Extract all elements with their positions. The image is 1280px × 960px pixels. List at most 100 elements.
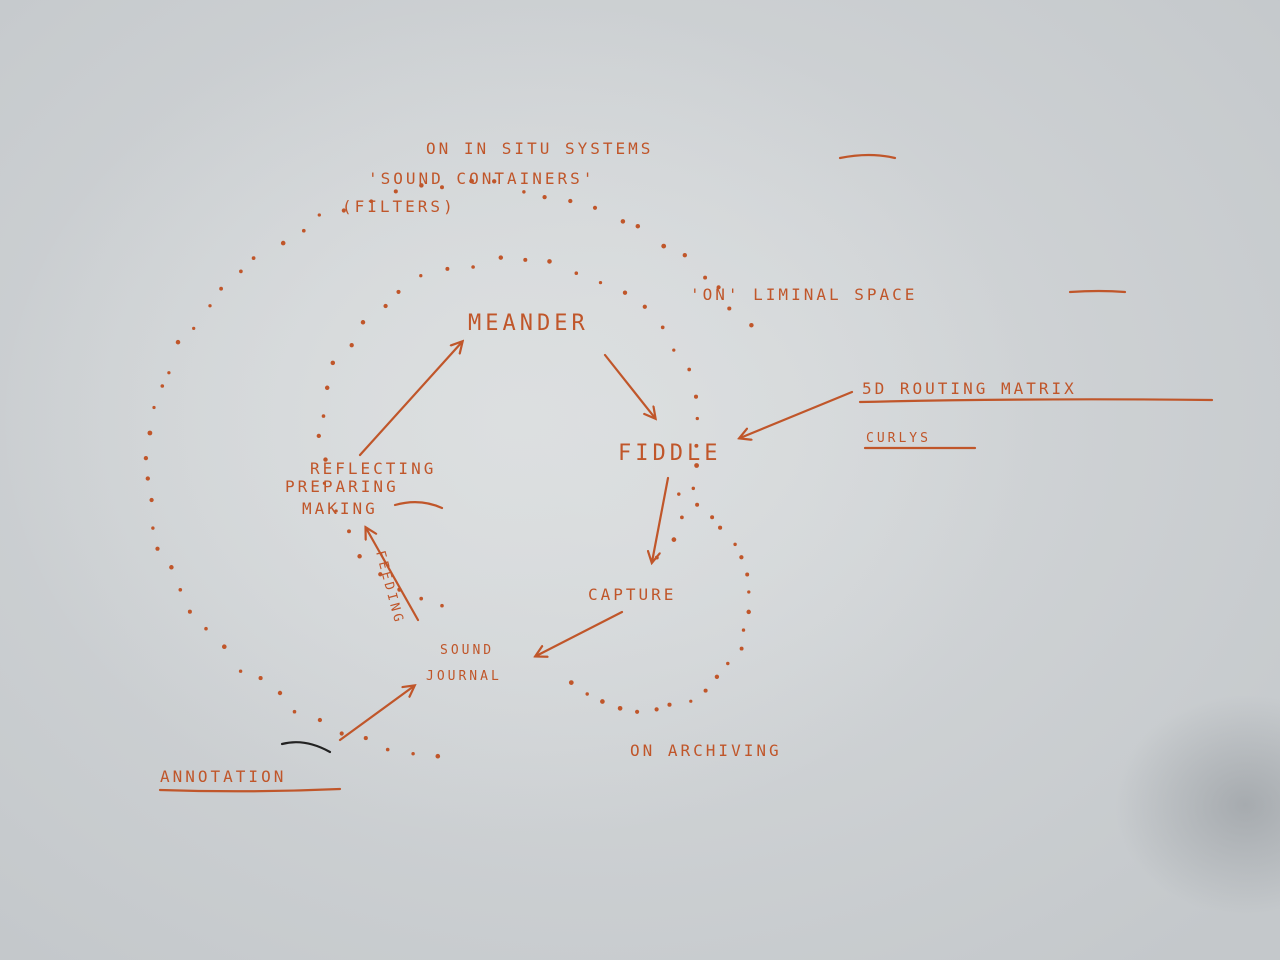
boundary-dot <box>396 289 401 294</box>
boundary-dot <box>718 525 723 530</box>
boundary-dot <box>411 751 415 756</box>
boundary-dot <box>691 486 696 491</box>
boundary-dot <box>542 194 547 200</box>
boundary-dot <box>238 669 243 673</box>
note-in-situ: ON IN SITU SYSTEMS <box>426 139 653 158</box>
boundary-dot <box>672 348 676 352</box>
boundary-dot <box>147 430 153 436</box>
boundary-dot <box>741 628 746 632</box>
boundary-dot <box>694 443 699 448</box>
note-curlys: CURLYS <box>866 431 931 446</box>
boundary-dot <box>323 457 328 462</box>
boundary-dot <box>160 384 165 388</box>
boundary-dot <box>378 572 383 577</box>
boundary-dot <box>192 326 196 331</box>
boundary-dot <box>339 731 344 736</box>
boundary-dot <box>149 497 154 503</box>
boundary-dot <box>152 405 156 410</box>
dotted-capture-boundary <box>568 492 751 714</box>
boundary-dot <box>360 320 366 325</box>
boundary-dot <box>440 185 444 190</box>
routing-underline <box>858 398 1214 404</box>
boundary-dot <box>151 526 155 530</box>
boundary-dot <box>693 394 699 399</box>
boundary-dot <box>622 290 628 295</box>
boundary-dot <box>178 587 183 592</box>
boundary-dot <box>710 515 715 520</box>
boundary-dot <box>208 304 212 308</box>
boundary-dot <box>322 481 327 485</box>
boundary-dot <box>219 286 223 291</box>
boundary-dot <box>280 240 286 246</box>
in-situ-tail <box>838 153 897 160</box>
boundary-dot <box>661 243 667 249</box>
boundary-dot <box>498 255 504 260</box>
boundary-dot <box>317 213 321 217</box>
liminal-tail <box>1068 289 1127 294</box>
node-sound-journal-2: JOURNAL <box>426 669 502 684</box>
boundary-dot <box>727 306 732 311</box>
boundary-dot <box>419 274 423 278</box>
boundary-dot <box>687 367 692 372</box>
boundary-dot <box>419 596 424 601</box>
boundary-dot <box>363 736 368 741</box>
boundary-dot <box>357 554 362 559</box>
making-swash <box>393 501 444 510</box>
boundary-dot <box>419 183 424 188</box>
arrow-routing-to-fiddle <box>740 390 854 438</box>
boundary-dot <box>239 269 243 274</box>
arrow-journal-to-reflecting <box>366 528 420 622</box>
boundary-dot <box>671 537 677 542</box>
boundary-dot <box>598 280 603 285</box>
boundary-dot <box>155 546 160 551</box>
boundary-dot <box>251 256 256 260</box>
boundary-dot <box>187 609 192 614</box>
arrow-meander-to-fiddle <box>603 353 655 418</box>
boundary-dot <box>574 271 579 275</box>
boundary-dot <box>341 208 346 213</box>
boundary-dot <box>440 603 444 608</box>
node-meander: MEANDER <box>468 311 589 336</box>
boundary-dot <box>471 265 475 269</box>
boundary-dot <box>445 266 450 271</box>
boundary-dot <box>330 360 336 366</box>
boundary-dot <box>745 572 750 577</box>
note-filters: (FILTERS) <box>342 197 456 216</box>
boundary-dot <box>716 285 721 290</box>
node-reflecting: REFLECTING <box>310 459 436 478</box>
arrow-annotation-to-journal <box>338 686 414 742</box>
boundary-dot <box>682 253 687 258</box>
arrow-fiddle-to-capture <box>652 476 670 562</box>
boundary-dot <box>145 476 150 481</box>
boundary-dot <box>385 747 390 752</box>
boundary-dot <box>620 219 626 224</box>
boundary-dot <box>703 275 708 280</box>
boundary-dot <box>654 707 659 712</box>
boundary-dot <box>469 178 474 184</box>
boundary-dot <box>301 228 306 233</box>
dotted-outer-boundary <box>143 178 754 759</box>
boundary-dot <box>749 322 754 328</box>
annotation-underline <box>158 787 342 793</box>
node-making: MAKING <box>302 499 378 518</box>
boundary-dot <box>292 709 297 714</box>
pencil-mark <box>280 741 332 754</box>
boundary-dot <box>739 646 744 651</box>
boundary-dot <box>746 609 751 615</box>
note-liminal-space: 'ON' LIMINAL SPACE <box>690 285 917 304</box>
boundary-dot <box>733 542 737 547</box>
note-routing-matrix: 5D ROUTING MATRIX <box>862 379 1077 398</box>
note-archiving: ON ARCHIVING <box>630 741 782 760</box>
edge-label-feeding: FEEDING <box>372 549 406 626</box>
boundary-dot <box>642 304 647 309</box>
boundary-dot <box>689 699 693 703</box>
boundary-dot <box>321 414 326 418</box>
boundary-dot <box>347 529 351 534</box>
node-fiddle: FIDDLE <box>618 441 721 466</box>
boundary-dot <box>167 371 171 375</box>
boundary-dot <box>258 676 263 681</box>
boundary-dot <box>660 325 665 330</box>
boundary-dot <box>739 555 744 560</box>
